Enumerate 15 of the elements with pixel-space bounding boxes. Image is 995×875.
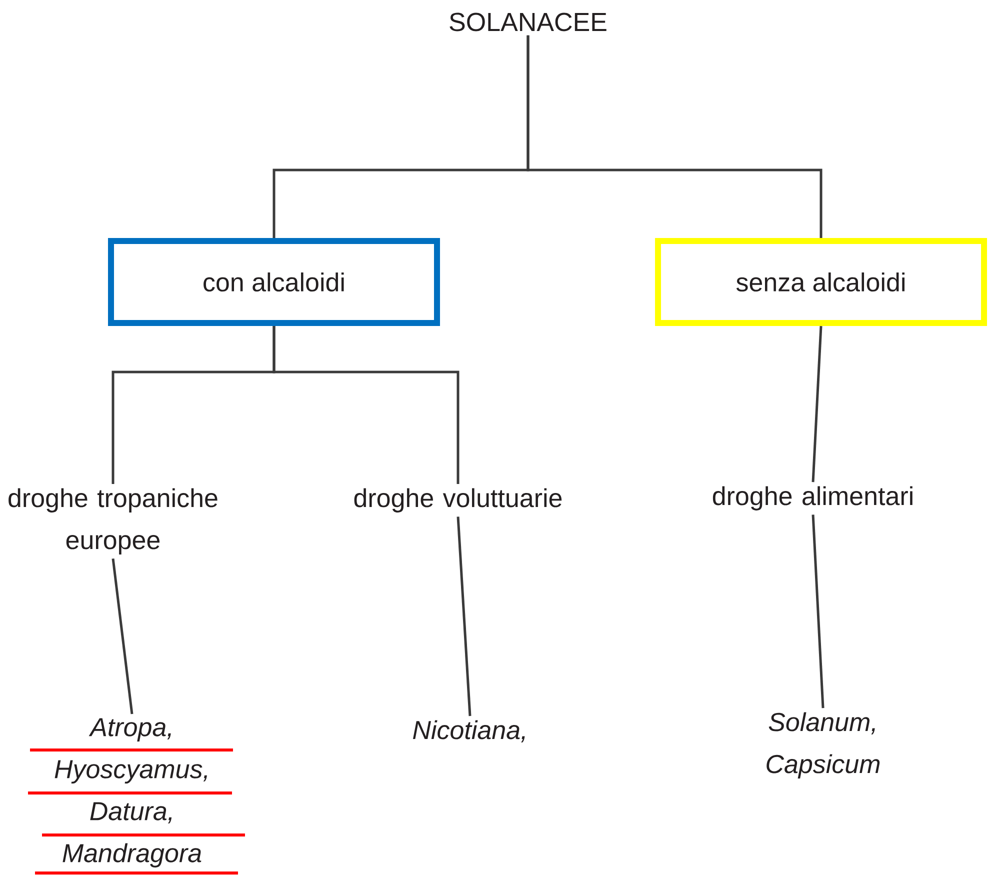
connector-line <box>456 516 472 716</box>
connector-line <box>812 326 822 482</box>
genus-list: Nicotiana, <box>413 720 525 742</box>
group-text: droghe alimentari <box>712 486 912 510</box>
category-box: con alcaloidi <box>108 238 440 326</box>
category-box: senza alcaloidi <box>655 238 988 326</box>
heading-text: SOLANACEE <box>450 12 606 32</box>
connector-line <box>526 35 822 238</box>
genus-list: Atropa, Hyoscyamus, Datura, Mandragora <box>54 718 207 868</box>
connector-line <box>812 514 824 708</box>
group-text: droghe tropaniche europee <box>8 488 218 554</box>
group-text: droghe voluttuarie <box>354 488 562 512</box>
genus-list: Solanum, Capsicum <box>766 712 880 778</box>
connector-line <box>272 326 460 484</box>
connector-line <box>112 558 134 714</box>
